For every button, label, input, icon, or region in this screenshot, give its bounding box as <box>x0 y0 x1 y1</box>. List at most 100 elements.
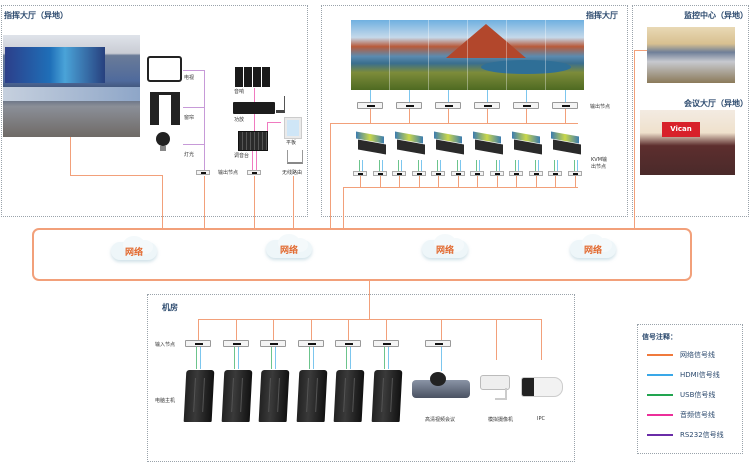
video-conference-icon <box>412 380 470 398</box>
legend-item-label: 网络信号线 <box>680 351 715 359</box>
network-cloud: 网络 <box>103 236 165 264</box>
legend-title: 信号注释： <box>642 333 677 341</box>
network-line <box>497 176 498 187</box>
kvm-node-label: 出节点 <box>591 164 607 170</box>
network-line <box>293 176 294 228</box>
panel-title-remote-command-hall: 指挥大厅（异地） <box>4 11 68 20</box>
audio-line <box>256 151 257 170</box>
panel-title-machine-room: 机房 <box>162 303 178 312</box>
workstation-icon <box>352 131 386 156</box>
network-line <box>369 281 370 319</box>
panel-command-hall <box>321 5 628 217</box>
computer-host-icon <box>333 370 365 422</box>
kvm-node-label: KVM输 <box>591 157 608 163</box>
workstation-icon <box>547 131 581 156</box>
video-conference-camera <box>430 372 446 386</box>
network-line <box>575 176 576 187</box>
hdmi-line <box>440 160 441 171</box>
audio-line <box>254 114 255 131</box>
hdmi-line <box>538 160 539 171</box>
video-wall-landscape <box>351 20 584 90</box>
input-node-label: 输入节点 <box>155 342 176 348</box>
speaker-icon <box>235 67 271 87</box>
network-line <box>487 109 488 123</box>
input-node <box>335 340 361 347</box>
usb-line <box>233 347 235 369</box>
tablet-icon <box>285 118 301 138</box>
hdmi-line <box>577 160 578 171</box>
hdmi-line <box>460 160 461 171</box>
output-node <box>552 102 578 109</box>
usb-line <box>398 160 399 171</box>
network-line <box>516 176 517 187</box>
computer-host-icon <box>258 370 290 422</box>
network-line <box>360 176 361 187</box>
audio-line <box>252 151 253 170</box>
usb-line <box>346 347 347 369</box>
output-node <box>357 102 383 109</box>
network-cloud: 网络 <box>414 234 476 262</box>
network-cloud-label: 网络 <box>124 248 143 258</box>
hdmi-line <box>350 347 351 369</box>
panel-machine-room <box>147 294 575 462</box>
kvm-output-node <box>392 171 406 176</box>
network-line <box>70 175 162 176</box>
tv-label: 电视 <box>184 75 195 81</box>
network-line <box>348 319 349 340</box>
network-line <box>343 187 344 228</box>
mixer-label: 调音台 <box>234 153 250 159</box>
hdmi-line <box>448 90 449 102</box>
hdmi-line <box>275 347 276 369</box>
kvm-output-node <box>431 171 445 176</box>
usb-line <box>271 347 272 369</box>
output-node <box>196 170 210 175</box>
analog-camera-label: 模拟摄像机 <box>488 417 514 423</box>
hdmi-line <box>409 90 410 102</box>
network-line <box>555 176 556 187</box>
kvm-output-node <box>412 171 426 176</box>
hdmi-line <box>200 347 201 369</box>
host-label: 电脑主机 <box>155 398 176 404</box>
tablet-label: 平板 <box>286 140 297 146</box>
network-line <box>162 175 163 228</box>
network-line <box>198 319 199 340</box>
analog-camera-mount <box>495 388 507 400</box>
network-cloud-label: 网络 <box>435 246 454 256</box>
usb-line <box>457 160 458 171</box>
network-line <box>330 123 578 124</box>
hdmi-line <box>518 160 519 171</box>
network-line <box>254 176 255 228</box>
computer-host-icon <box>221 370 252 422</box>
network-line <box>634 50 647 51</box>
network-line <box>235 319 237 340</box>
panel-title-command-hall: 指挥大厅 <box>586 11 618 20</box>
monitor-center-photo <box>647 27 735 83</box>
output-node <box>247 170 261 175</box>
usb-line <box>476 160 477 171</box>
network-line <box>634 50 635 228</box>
network-line <box>310 319 312 340</box>
panel-title-monitor-center: 监控中心（异地） <box>684 11 748 20</box>
output-node <box>396 102 422 109</box>
network-line <box>409 109 410 123</box>
rs232-line <box>183 107 204 108</box>
conference-screen: Vican <box>662 122 700 137</box>
network-cloud-label: 网络 <box>583 246 602 256</box>
kvm-output-node <box>490 171 504 176</box>
ipc-label: IPC <box>537 416 545 422</box>
network-line <box>70 137 71 175</box>
input-node <box>297 340 324 347</box>
network-bus <box>32 228 692 281</box>
legend-item-label: HDMI信号线 <box>680 371 720 379</box>
analog-camera-icon <box>480 375 510 390</box>
hdmi-line <box>557 160 558 171</box>
amplifier-icon <box>233 102 275 114</box>
amplifier-label: 功放 <box>234 117 245 123</box>
video-conference-label: 高清视频会议 <box>425 417 456 423</box>
legend-item-label: USB信号线 <box>680 391 716 399</box>
network-line <box>419 176 420 187</box>
network-line <box>330 123 331 228</box>
ipc-camera-icon <box>521 377 563 397</box>
hdmi-line <box>237 347 239 369</box>
network-line <box>448 109 449 123</box>
